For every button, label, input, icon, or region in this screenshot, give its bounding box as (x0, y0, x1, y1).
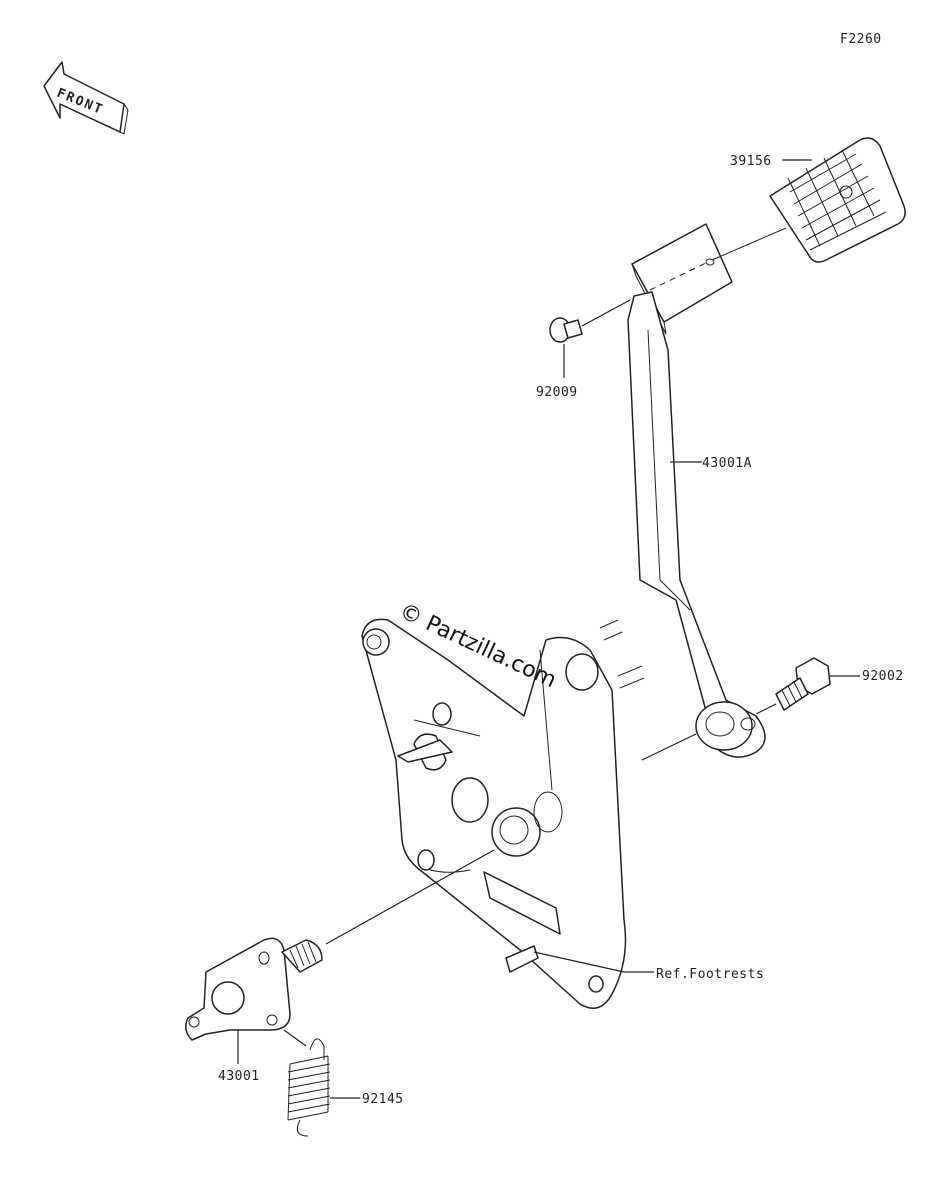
callout-43001: 43001 (218, 1069, 260, 1084)
spring (287, 1038, 331, 1137)
bolt (775, 657, 831, 711)
callout-92009: 92009 (536, 385, 578, 400)
front-arrow-icon: FRONT (43, 61, 129, 135)
callout-39156: 39156 (730, 154, 772, 169)
diagram-code: F2260 (840, 32, 882, 47)
footrest-bracket (361, 618, 645, 1009)
callout-ref-footrests: Ref.Footrests (656, 967, 764, 982)
pedal-pad (769, 137, 906, 263)
callout-92145: 92145 (362, 1092, 404, 1107)
brake-lever (185, 937, 323, 1041)
bolt-small (549, 317, 583, 343)
callout-43001A: 43001A (702, 456, 752, 471)
callout-92002: 92002 (862, 669, 904, 684)
brake-pedal-arm (627, 223, 787, 758)
